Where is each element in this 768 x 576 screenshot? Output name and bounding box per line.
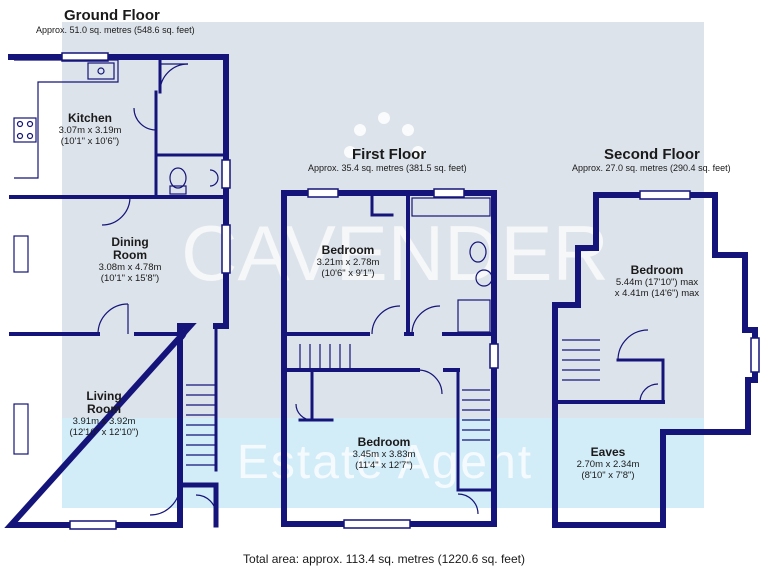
kitchen-label: Kitchen 3.07m x 3.19m (10'1" x 10'6") [30, 111, 150, 148]
watermark-dots [344, 112, 424, 158]
second-floor-area: Approx. 27.0 sq. metres (290.4 sq. feet) [572, 163, 731, 173]
room-name-line-1: Dining [111, 235, 149, 249]
room-dims-imperial: x 4.41m (14'6") max [614, 288, 700, 299]
living-room-label: Living Room 3.91m x 3.92m (12'10" x 12'1… [44, 389, 164, 439]
room-dims-metric: 3.91m x 3.92m [72, 416, 136, 427]
second-floor-bedroom-label: Bedroom 5.44m (17'10") max x 4.41m (14'6… [592, 263, 722, 300]
room-dims-metric: 3.45m x 3.83m [352, 449, 416, 460]
first-floor-title: First Floor [352, 146, 427, 163]
ground-floor-area: Approx. 51.0 sq. metres (548.6 sq. feet) [36, 25, 195, 35]
room-dims-imperial: (12'10" x 12'10") [69, 427, 139, 438]
second-floor-outer-wall [552, 192, 758, 528]
room-name: Bedroom [630, 263, 684, 277]
first-floor-stairs [299, 344, 490, 441]
ground-stairs [186, 384, 216, 466]
first-floor-area: Approx. 35.4 sq. metres (381.5 sq. feet) [308, 163, 467, 173]
windows [61, 52, 760, 530]
ground-floor-outer-wall [4, 54, 229, 528]
eaves-label: Eaves 2.70m x 2.34m (8'10" x 7'8") [548, 445, 668, 482]
room-dims-metric: 3.07m x 3.19m [58, 125, 122, 136]
room-dims-imperial: (11'4" x 12'7") [355, 460, 413, 471]
room-dims-imperial: (10'1" x 15'8") [100, 273, 160, 284]
room-name: Bedroom [357, 435, 411, 449]
room-dims-imperial: (10'6" x 9'1") [321, 268, 375, 279]
room-name: Bedroom [321, 243, 375, 257]
watermark-band [62, 418, 704, 508]
second-floor-stairs [562, 339, 600, 381]
room-dims-metric: 3.21m x 2.78m [316, 257, 380, 268]
first-floor-bedroom-1-label: Bedroom 3.21m x 2.78m (10'6" x 9'1") [288, 243, 408, 280]
ground-floor-title: Ground Floor [64, 7, 160, 24]
room-dims-metric: 2.70m x 2.34m [576, 459, 640, 470]
porch-wall [177, 482, 219, 528]
room-name: Kitchen [67, 111, 112, 125]
room-dims-imperial: (8'10" x 7'8") [581, 470, 635, 481]
first-floor-bedroom-2-label: Bedroom 3.45m x 3.83m (11'4" x 12'7") [324, 435, 444, 472]
second-floor-title: Second Floor [604, 146, 700, 163]
watermark-brand: CAVENDER [181, 209, 609, 297]
room-name: Eaves [590, 445, 626, 459]
room-name-line-2: Room [87, 402, 121, 416]
fittings [13, 59, 659, 516]
room-dims-metric: 3.08m x 4.78m [98, 262, 162, 273]
total-area: Total area: approx. 113.4 sq. metres (12… [243, 552, 525, 566]
dining-room-label: Dining Room 3.08m x 4.78m (10'1" x 15'8"… [70, 235, 190, 285]
room-name-line-2: Room [113, 248, 147, 262]
room-name-line-1: Living [86, 389, 122, 403]
room-dims-metric: 5.44m (17'10") max [615, 277, 699, 288]
room-dims-imperial: (10'1" x 10'6") [60, 136, 120, 147]
